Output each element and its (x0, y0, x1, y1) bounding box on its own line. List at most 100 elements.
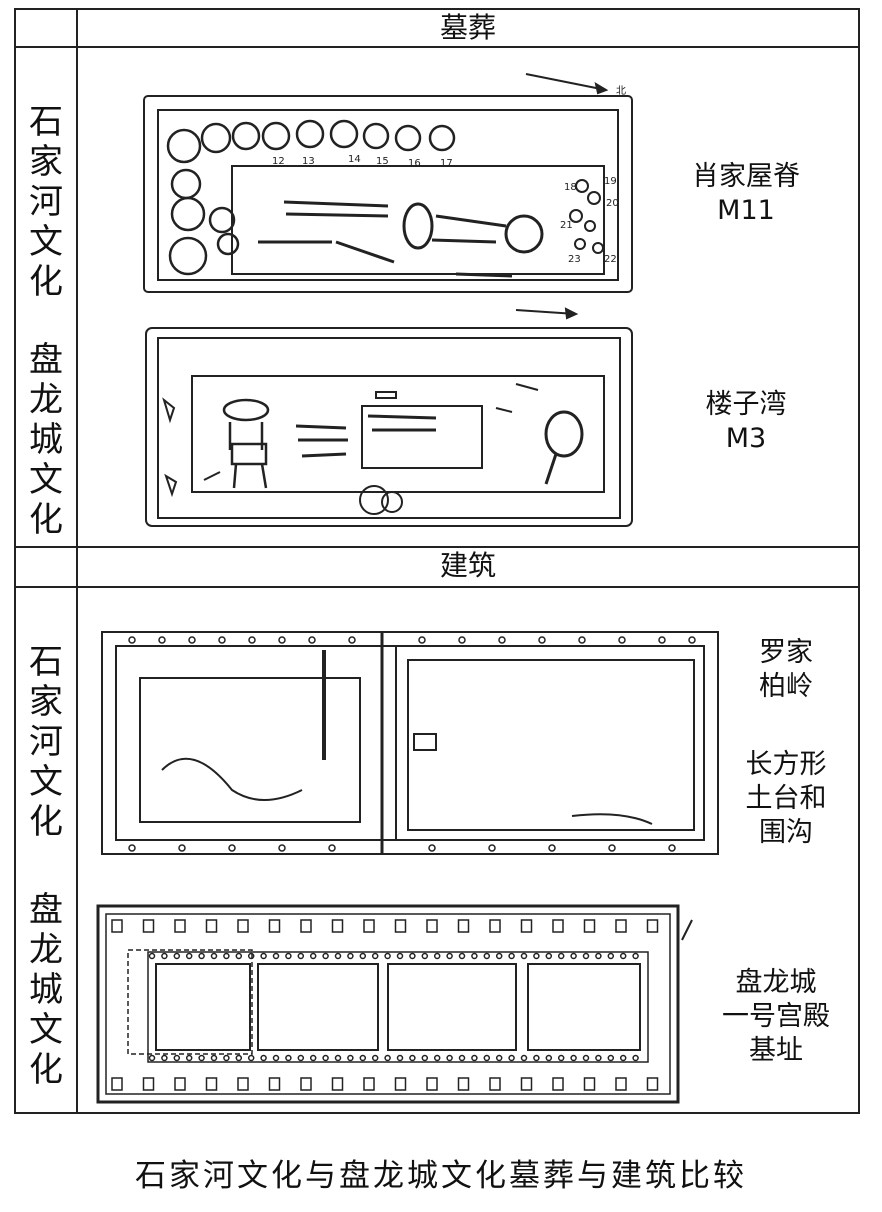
column-base (615, 919, 627, 933)
column-base (111, 919, 123, 933)
posthole (607, 952, 615, 960)
posthole (384, 1054, 391, 1062)
posthole (285, 952, 292, 960)
dashed-enclosure (127, 949, 253, 1055)
figure-title: 石家河文化与盘龙城文化墓葬与建筑比较 (135, 1158, 747, 1194)
platform-inner-wall (105, 913, 671, 1095)
posthole (409, 952, 416, 960)
posthole (347, 1054, 354, 1062)
posthole (396, 952, 404, 960)
posthole (483, 952, 491, 960)
posthole (396, 1054, 404, 1062)
column-base (583, 1077, 596, 1091)
west-pit-outline (161, 757, 303, 801)
north-arrow-head (594, 81, 609, 95)
posthole (632, 952, 639, 960)
column-base (237, 1077, 249, 1091)
posthole (421, 1054, 429, 1062)
posthole (173, 1054, 181, 1062)
artifact-number: 21 (560, 220, 573, 231)
section-header-architecture: 建筑 (439, 549, 496, 582)
row-label-panlongcheng-burial: 盘龙城文化 (29, 340, 63, 540)
posthole (619, 952, 627, 960)
posthole (458, 952, 466, 960)
north-arrow-head (564, 307, 579, 320)
column-base (489, 919, 501, 933)
caption-panlongcheng-palace: 盘龙城 一号宫殿 基址 (722, 967, 830, 1066)
artifact-number: 13 (302, 156, 315, 167)
column-base (205, 1077, 218, 1091)
column-base (237, 919, 249, 933)
column-base (552, 1077, 564, 1091)
posthole (223, 952, 230, 960)
artifact-number: 20 (606, 198, 619, 209)
posthole (247, 1054, 255, 1062)
site-plan-panlongcheng-palace-1 (92, 900, 702, 1110)
skeleton (258, 200, 544, 278)
column-base (489, 1077, 501, 1091)
posthole (161, 952, 168, 960)
column-base (111, 1077, 123, 1091)
posthole (260, 1054, 267, 1062)
column-base (268, 919, 281, 933)
posthole (272, 1054, 280, 1062)
column-base (646, 1077, 659, 1091)
artifact-number: 12 (272, 156, 285, 167)
bronze-vessel-group (222, 398, 270, 489)
posthole (297, 1054, 305, 1062)
artifact-number: 22 (604, 254, 617, 265)
row-label-panlongcheng-architecture: 盘龙城文化 (29, 890, 63, 1090)
posthole (495, 952, 503, 960)
posthole (421, 952, 429, 960)
column-base (142, 919, 155, 933)
posthole (334, 1054, 342, 1062)
column-base (331, 1077, 344, 1091)
posthole (446, 1054, 453, 1062)
posthole (619, 1054, 627, 1062)
skeleton (295, 410, 584, 485)
artifact-number: 14 (348, 154, 361, 165)
caption-rectangular-platform: 长方形 土台和 围沟 (745, 749, 827, 848)
posthole (471, 952, 478, 960)
row-label-shijiahe-architecture: 石家河文化 (29, 642, 63, 842)
posthole (495, 1054, 503, 1062)
platform-west (139, 677, 361, 823)
posthole (384, 952, 391, 960)
column-base (363, 1077, 375, 1091)
column-base (426, 919, 438, 933)
column-base (174, 919, 186, 933)
tomb-outer-wall (145, 327, 633, 527)
posthole (173, 952, 181, 960)
platform-feature (413, 733, 437, 751)
column-base (331, 919, 344, 933)
room-4 (155, 963, 251, 1051)
posthole (161, 1054, 168, 1062)
posthole (533, 1054, 540, 1062)
posthole (471, 1054, 478, 1062)
posthole (433, 1054, 441, 1062)
header-divider-burial (16, 46, 858, 48)
tomb-inner-wall (157, 337, 621, 519)
column-base (520, 919, 533, 933)
posthole (334, 952, 342, 960)
room-1 (527, 963, 641, 1051)
column-base (142, 1077, 155, 1091)
posthole (371, 952, 379, 960)
posthole (582, 952, 590, 960)
artifact-number: 19 (604, 176, 617, 187)
posthole (446, 952, 453, 960)
posthole (632, 1054, 639, 1062)
tomb-outer-wall (143, 95, 633, 293)
tomb-plan-louziwan-m3 (136, 304, 656, 534)
posthole (371, 1054, 379, 1062)
posthole (322, 1054, 329, 1062)
posthole (458, 1054, 466, 1062)
posthole (433, 952, 441, 960)
posthole (483, 1054, 491, 1062)
east-pit-outline (571, 813, 653, 825)
column-base (646, 919, 659, 933)
artifact-number: 23 (568, 254, 581, 265)
moat-inner (115, 645, 705, 841)
tomb-inner-wall (157, 109, 619, 281)
vessel-row (166, 119, 456, 276)
